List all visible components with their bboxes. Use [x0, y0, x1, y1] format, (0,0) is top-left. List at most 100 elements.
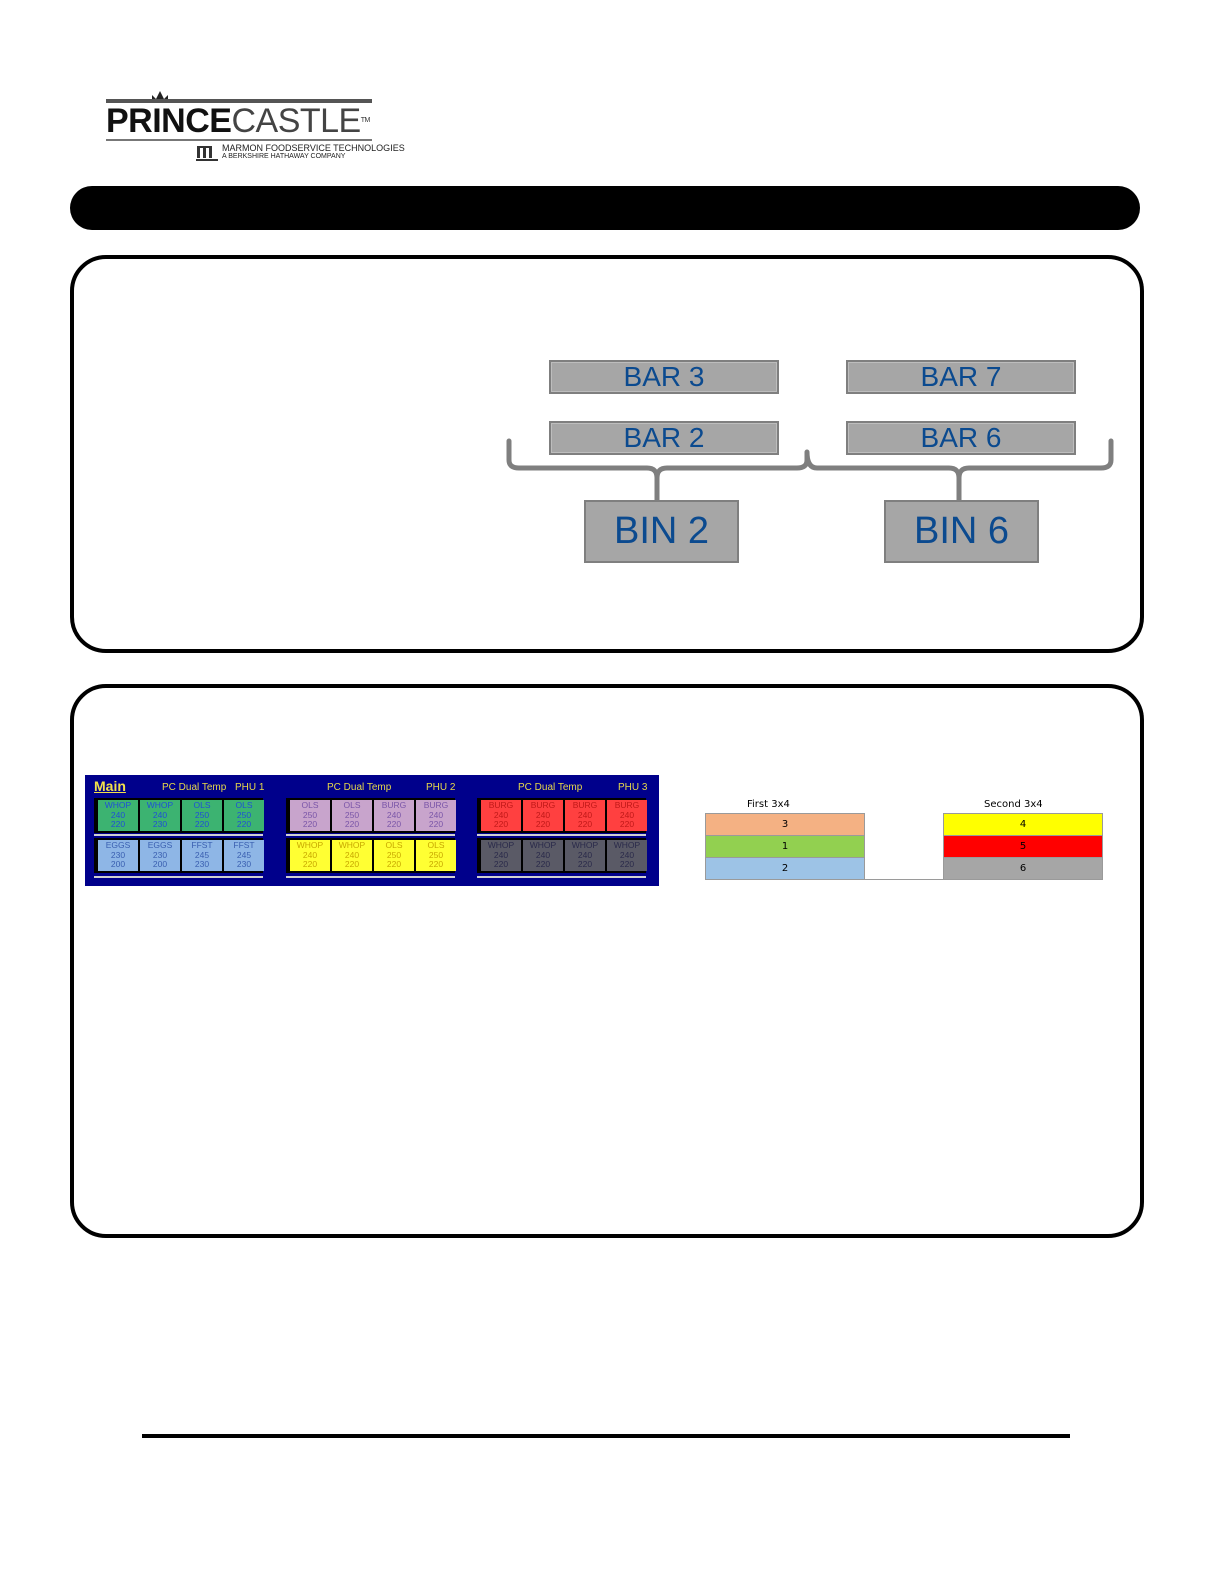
- slot-temp: 240: [577, 849, 593, 860]
- slot-temp: 220: [344, 859, 360, 869]
- slot-temp: 220: [236, 819, 252, 829]
- slot-temp: 220: [194, 819, 210, 829]
- slot-temp: 200: [152, 859, 168, 869]
- slot-product: BURG: [381, 800, 407, 810]
- logo-tagline: A BERKSHIRE HATHAWAY COMPANY: [222, 153, 346, 160]
- slot-temp: 240: [577, 809, 593, 820]
- slot-temp: 250: [428, 849, 444, 860]
- slot-product: WHOP: [529, 840, 557, 850]
- slot-product: OLS: [193, 800, 211, 810]
- logo-subtitle: MARMON FOODSERVICE TECHNOLOGIES: [222, 143, 405, 153]
- second-grid-label: Second 3x4: [984, 799, 1043, 810]
- slot-temp: 240: [386, 809, 402, 820]
- slot-temp: 240: [152, 809, 168, 820]
- bin-mapping-panel: [70, 255, 1144, 653]
- slot-temp: 250: [344, 809, 360, 820]
- second-grid-cell: 5: [943, 835, 1103, 858]
- slot-temp: 220: [428, 859, 444, 869]
- first-grid-cell: 3: [705, 813, 865, 836]
- slot-temp: 230: [152, 819, 168, 829]
- slot-temp: 230: [194, 859, 210, 869]
- bin-2-box: BIN 2: [584, 500, 739, 563]
- phu-1-title: PC Dual Temp: [162, 782, 227, 793]
- bin-6-box: BIN 6: [884, 500, 1039, 563]
- slot-product: OLS: [301, 800, 319, 810]
- slot-product: EGGS: [147, 840, 173, 850]
- slot-temp: 220: [535, 859, 551, 869]
- slot-product: BURG: [530, 800, 556, 810]
- block-baseline: [94, 876, 263, 878]
- second-grid-cell: 6: [943, 857, 1103, 880]
- slot-temp: 240: [535, 809, 551, 820]
- phu-2-title: PC Dual Temp: [327, 782, 392, 793]
- slot-temp: 230: [110, 849, 126, 860]
- section-title-bar: [70, 186, 1140, 230]
- slot-temp: 230: [236, 859, 252, 869]
- slot-temp: 220: [535, 819, 551, 829]
- bar-7-box: BAR 7: [846, 360, 1076, 394]
- slot-temp: 220: [386, 859, 402, 869]
- main-screen-label[interactable]: Main: [94, 778, 126, 794]
- slot-temp: 220: [386, 819, 402, 829]
- slot-product: OLS: [235, 800, 253, 810]
- slot-temp: 220: [493, 819, 509, 829]
- slot-product: FFST: [191, 840, 213, 850]
- slot-product: EGGS: [105, 840, 131, 850]
- slot-temp: 220: [619, 819, 635, 829]
- slot-temp: 245: [194, 849, 210, 860]
- slot-product: FFST: [233, 840, 255, 850]
- slot-temp: 220: [302, 859, 318, 869]
- slot-temp: 230: [152, 849, 168, 860]
- slot-product: WHOP: [296, 840, 324, 850]
- first-grid-label: First 3x4: [747, 799, 790, 810]
- bar-2-box: BAR 2: [549, 421, 779, 455]
- slot-temp: 220: [428, 819, 444, 829]
- slot-temp: 240: [302, 849, 318, 860]
- slot-product: WHOP: [613, 840, 641, 850]
- slot-temp: 240: [619, 809, 635, 820]
- slot-temp: 220: [619, 859, 635, 869]
- slot-temp: 240: [493, 849, 509, 860]
- row-divider: [94, 834, 263, 836]
- prince-castle-logo: PRINCECASTLETM MARMON FOODSERVICE TECHNO…: [106, 90, 405, 165]
- block-baseline: [286, 876, 455, 878]
- slot-temp: 220: [577, 859, 593, 869]
- phu-2-unit: PHU 2: [426, 782, 456, 793]
- slot-product: WHOP: [571, 840, 599, 850]
- row-divider: [477, 834, 646, 836]
- slot-product: BURG: [572, 800, 598, 810]
- slot-product: WHOP: [338, 840, 366, 850]
- slot-temp: 220: [577, 819, 593, 829]
- slot-temp: 240: [493, 809, 509, 820]
- bar-6-box: BAR 6: [846, 421, 1076, 455]
- slot-temp: 250: [386, 849, 402, 860]
